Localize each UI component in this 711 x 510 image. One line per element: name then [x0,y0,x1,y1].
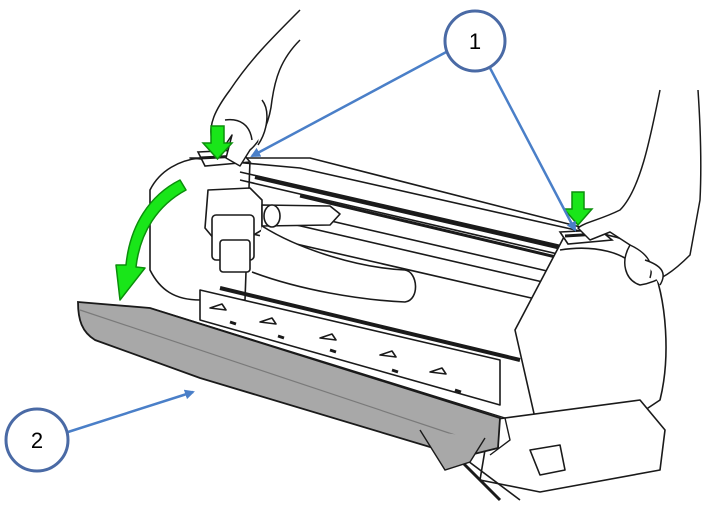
callout-1-label: 1 [469,29,481,54]
green-curved-arrow-icon [115,179,187,301]
callout-2-label: 2 [31,428,43,453]
callout-1: 1 [443,9,507,73]
green-down-arrow-icon [562,191,594,227]
callout-2: 2 [4,407,70,473]
callout-1-arrows [250,48,577,232]
front-cover [77,301,511,471]
green-down-arrow-icon [201,125,234,161]
right-hand [577,89,702,286]
callout-2-arrow [67,389,195,434]
printer-body [149,157,667,502]
